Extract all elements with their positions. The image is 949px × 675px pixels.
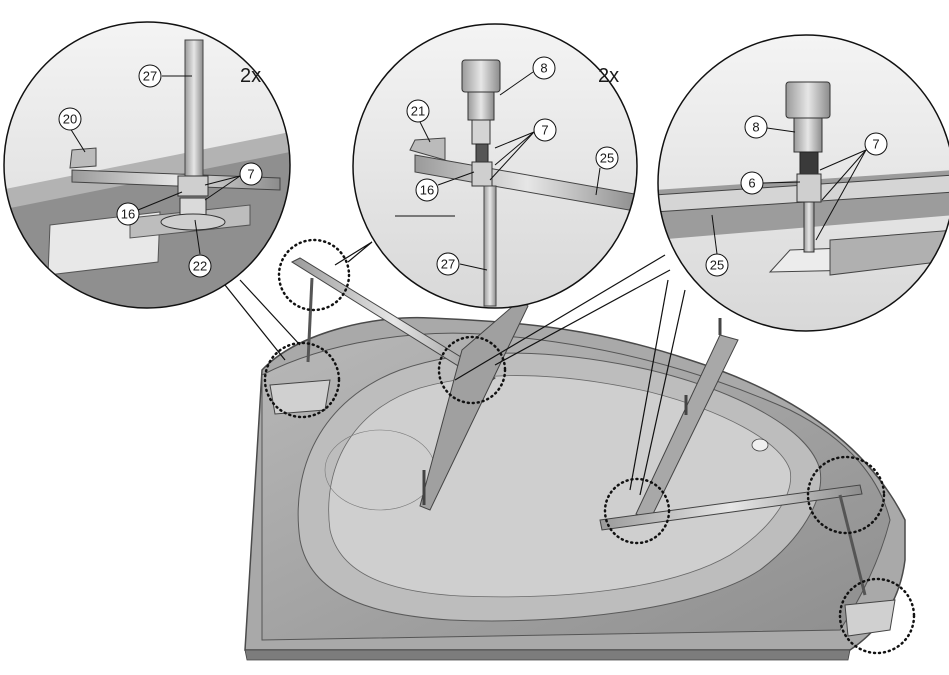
callout-22-left: 22 xyxy=(188,219,212,278)
svg-text:7: 7 xyxy=(541,123,548,138)
callout-21-center: 21 xyxy=(406,99,431,143)
zoom-view-right: 8 7 6 25 xyxy=(657,34,949,332)
callout-7-left: 7 xyxy=(204,162,263,201)
svg-text:8: 8 xyxy=(540,61,547,76)
svg-text:21: 21 xyxy=(411,104,425,119)
callout-27-center: 27 xyxy=(436,252,488,276)
callout-8-center: 8 xyxy=(499,56,556,96)
svg-text:27: 27 xyxy=(441,257,455,272)
svg-text:7: 7 xyxy=(247,167,254,182)
svg-text:7: 7 xyxy=(872,137,879,152)
callout-7-right: 7 xyxy=(815,132,888,241)
highlight-circles xyxy=(263,238,916,655)
callout-25-right: 25 xyxy=(705,214,729,277)
callout-25-center: 25 xyxy=(595,146,619,196)
svg-text:22: 22 xyxy=(193,259,207,274)
zoom-leader-lines xyxy=(224,241,686,496)
svg-text:25: 25 xyxy=(600,151,614,166)
callout-8-right: 8 xyxy=(744,115,796,139)
callout-6-right: 6 xyxy=(740,171,801,195)
svg-text:25: 25 xyxy=(710,258,724,273)
zoom-view-left: 2x 27 20 7 16 22 xyxy=(3,21,291,309)
callout-7-center: 7 xyxy=(489,118,557,181)
svg-text:16: 16 xyxy=(420,183,434,198)
callout-16-center: 16 xyxy=(415,171,475,202)
multiplier-label-left: 2x xyxy=(240,65,261,87)
callout-27-left: 27 xyxy=(138,64,192,88)
bathtub xyxy=(244,316,906,661)
svg-text:20: 20 xyxy=(63,112,77,127)
svg-text:6: 6 xyxy=(748,176,755,191)
svg-text:27: 27 xyxy=(143,69,157,84)
svg-text:8: 8 xyxy=(752,120,759,135)
multiplier-label-center: 2x xyxy=(598,65,619,87)
zoom-view-center: 2x 8 21 7 16 25 xyxy=(352,23,638,309)
svg-text:16: 16 xyxy=(121,207,135,222)
callout-16-left: 16 xyxy=(116,191,183,226)
callout-20-left: 20 xyxy=(58,107,86,153)
